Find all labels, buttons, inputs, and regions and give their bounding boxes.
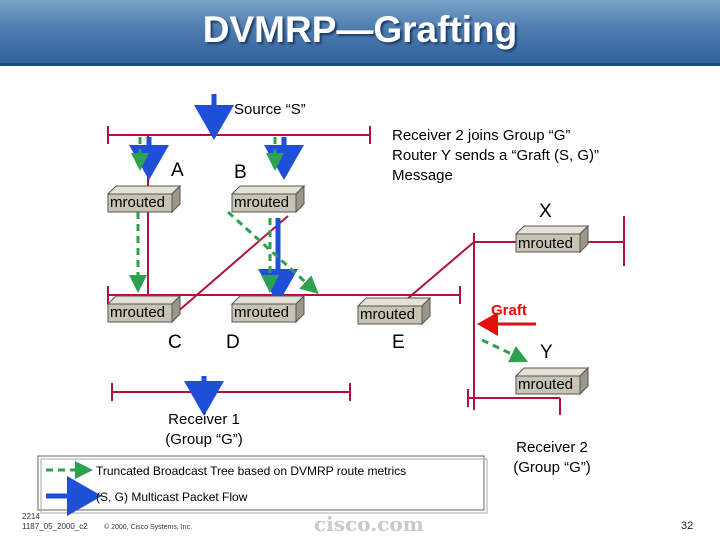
- multicast-flow: [129, 94, 304, 416]
- graft-note-line-1: Receiver 2 joins Group “G”: [392, 127, 571, 144]
- router-b-box: [230, 184, 306, 214]
- graft-note-line-3: Message: [392, 167, 453, 184]
- router-c-name: C: [168, 332, 182, 353]
- router-c-label: mrouted: [110, 304, 166, 321]
- router-y-box: [514, 366, 590, 396]
- receiver-2-line-1: Receiver 2: [516, 439, 588, 456]
- router-y-name: Y: [540, 342, 553, 363]
- router-e-label: mrouted: [360, 306, 416, 323]
- receiver-1-line-1: Receiver 1: [168, 411, 240, 428]
- tree-e-y-arrow: [481, 338, 529, 363]
- router-d-name: D: [226, 332, 240, 353]
- receiver-1: Receiver 1 (Group “G”): [144, 410, 264, 450]
- footer-code-1: 2214: [22, 512, 40, 521]
- legend-truncated-label: Truncated Broadcast Tree based on DVMRP …: [96, 464, 407, 478]
- router-a-name: A: [171, 160, 184, 181]
- graft-note-line-2: Router Y sends a “Graft (S, G)”: [392, 147, 600, 164]
- footer-copyright: © 2000, Cisco Systems, Inc.: [104, 524, 193, 531]
- router-x-name: X: [539, 201, 552, 222]
- link-c-b: [167, 215, 289, 321]
- legend: [37, 455, 488, 516]
- router-a-box: [106, 184, 182, 214]
- legend-box: [37, 455, 485, 511]
- source-label: Source “S”: [234, 101, 306, 118]
- title-underline: [0, 63, 720, 66]
- tree-b-e-arrow: [226, 210, 319, 295]
- title-bar: [0, 0, 720, 66]
- link-e-x: [405, 241, 475, 301]
- router-a-label: mrouted: [110, 194, 166, 211]
- page-number: 32: [681, 520, 694, 532]
- receiver-2-line-2: (Group “G”): [513, 459, 591, 476]
- router-d-label: mrouted: [234, 304, 290, 321]
- graft-label: Graft: [491, 302, 527, 319]
- receiver-1-line-2: (Group “G”): [165, 431, 243, 448]
- router-d-box: [230, 294, 306, 324]
- page-title: DVMRP—Grafting: [202, 9, 518, 50]
- router-e-name: E: [392, 332, 405, 353]
- footer-code-2: 1187_05_2000_c2: [22, 522, 88, 531]
- router-x-box: [514, 224, 590, 254]
- truncated-tree: [129, 137, 529, 363]
- graft-note: Receiver 2 joins Group “G” Router Y send…: [392, 126, 599, 186]
- router-b-label: mrouted: [234, 194, 290, 211]
- router-c-box: [106, 294, 182, 324]
- router-x-label: mrouted: [518, 235, 574, 252]
- router-boxes: [106, 184, 590, 396]
- router-b-name: B: [234, 162, 247, 183]
- router-e-box: [356, 296, 432, 326]
- router-y-label: mrouted: [518, 376, 574, 393]
- cisco-logo: cisco.com: [314, 512, 424, 536]
- legend-flow-label: (S, G) Multicast Packet Flow: [96, 490, 248, 504]
- receiver-2: Receiver 2 (Group “G”): [492, 438, 612, 478]
- legend-shadow: [40, 458, 488, 514]
